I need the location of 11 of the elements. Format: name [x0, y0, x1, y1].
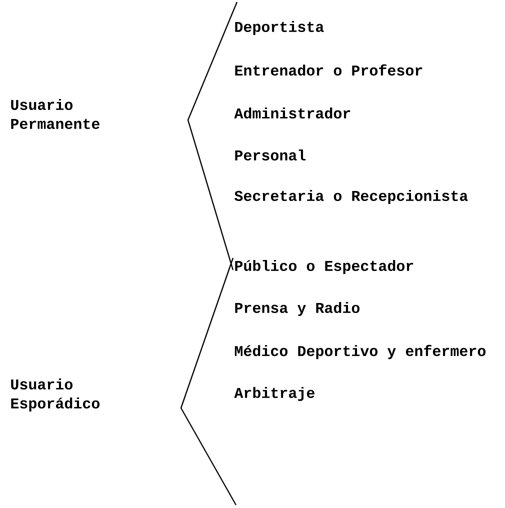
item-label: Deportista — [235, 21, 324, 35]
item-label: Médico Deportivo y enfermero — [234, 344, 486, 360]
group-label: Usuario Permanente — [11, 99, 100, 129]
item-label: Secretaria o Recepcionista — [234, 190, 468, 204]
item-label: Público o Espectador — [235, 260, 414, 274]
item-label: Entrenador o Profesor — [235, 64, 422, 76]
item-label: Administrador — [234, 108, 350, 118]
item-label: Arbitraje — [234, 387, 314, 401]
item-label: Prensa y Radio — [235, 302, 360, 316]
group-label: Usuario Esporádico — [11, 378, 100, 412]
item-label: Personal — [235, 150, 306, 160]
